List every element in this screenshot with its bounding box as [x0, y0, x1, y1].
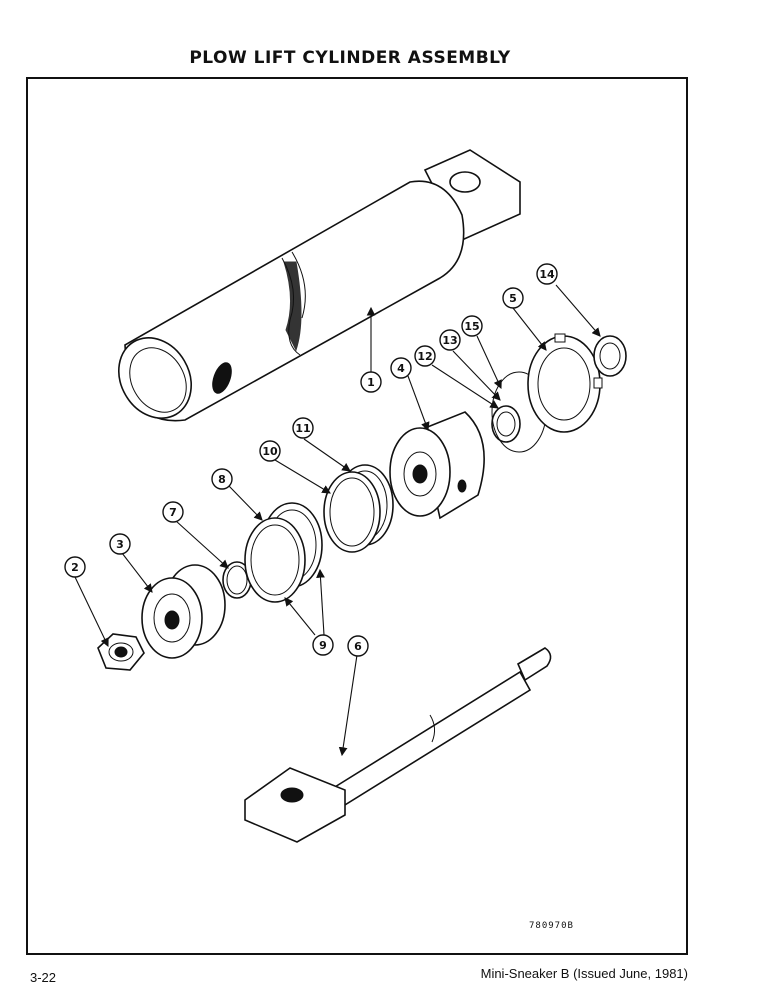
callout-12: 12 [414, 345, 436, 367]
svg-text:6: 6 [354, 640, 362, 653]
callout-10: 10 [259, 440, 281, 462]
cylinder-barrel-part [118, 149, 521, 422]
callout-13: 13 [439, 329, 461, 351]
nut-part [97, 633, 145, 671]
svg-text:3: 3 [116, 538, 124, 551]
diagram-frame [26, 77, 688, 955]
svg-text:11: 11 [295, 422, 310, 435]
piston-part [141, 564, 226, 659]
lock-nut-part [527, 333, 603, 433]
svg-text:5: 5 [509, 292, 517, 305]
callout-8: 8 [211, 468, 233, 490]
page-title: PLOW LIFT CYLINDER ASSEMBLY [189, 48, 511, 68]
drawing-number: 780970B [529, 921, 574, 931]
callout-2: 2 [64, 556, 86, 578]
callout-14: 14 [536, 263, 558, 285]
svg-text:13: 13 [442, 334, 457, 347]
gland-part [389, 411, 485, 520]
callout-11: 11 [292, 417, 314, 439]
svg-text:14: 14 [539, 268, 555, 281]
svg-text:10: 10 [262, 445, 278, 458]
piston-rod-part [244, 647, 552, 843]
end-seal-part [593, 335, 627, 377]
svg-text:2: 2 [71, 561, 79, 574]
callout-3: 3 [109, 533, 131, 555]
svg-text:9: 9 [319, 639, 327, 652]
svg-text:8: 8 [218, 473, 226, 486]
svg-text:4: 4 [397, 362, 405, 375]
callout-4: 4 [390, 357, 412, 379]
svg-text:1: 1 [367, 376, 375, 389]
svg-text:15: 15 [464, 320, 479, 333]
page-number: 3-22 [30, 970, 57, 985]
callout-1: 1 [360, 371, 382, 393]
svg-text:12: 12 [417, 350, 432, 363]
callout-7: 7 [162, 501, 184, 523]
callout-9: 9 [312, 634, 334, 656]
footer-text: Mini-Sneaker B (Issued June, 1981) [480, 966, 688, 981]
callout-15: 15 [461, 315, 483, 337]
svg-text:7: 7 [169, 506, 177, 519]
piston-seal-part [244, 502, 323, 603]
rod-seal-part [323, 464, 394, 553]
callout-5: 5 [502, 287, 524, 309]
callout-6: 6 [347, 635, 369, 657]
